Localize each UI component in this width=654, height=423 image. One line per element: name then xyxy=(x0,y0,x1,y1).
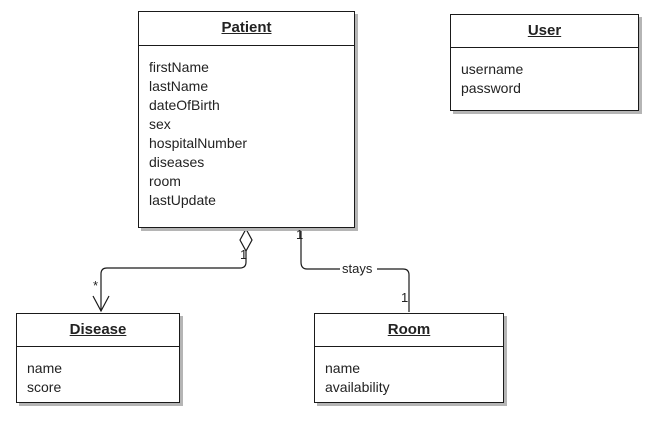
association-label-stays: stays xyxy=(342,261,373,276)
class-patient[interactable]: Patient firstName lastName dateOfBirth s… xyxy=(138,11,355,228)
class-title: User xyxy=(451,15,638,48)
attribute: score xyxy=(27,379,62,395)
attribute: name xyxy=(325,360,361,376)
class-room[interactable]: Room name availability xyxy=(314,313,504,403)
multiplicity-patient-room: 1 xyxy=(296,227,304,242)
class-title: Patient xyxy=(139,12,354,46)
class-disease[interactable]: Disease name score xyxy=(16,313,180,403)
patient-disease-connector xyxy=(100,251,247,311)
attribute-list: firstName lastName dateOfBirth sex hospi… xyxy=(139,46,354,210)
disease-arrowhead xyxy=(92,295,110,313)
multiplicity-room: 1 xyxy=(401,290,409,305)
multiplicity-patient-disease: 1 xyxy=(240,247,248,262)
attribute-list: username password xyxy=(451,48,638,98)
attribute: sex xyxy=(149,116,171,132)
attribute-list: name availability xyxy=(315,347,503,397)
attribute: name xyxy=(27,360,63,376)
attribute: diseases xyxy=(149,154,205,170)
class-title: Disease xyxy=(17,314,179,347)
attribute: hospitalNumber xyxy=(149,135,248,151)
class-user[interactable]: User username password xyxy=(450,14,639,111)
class-title: Room xyxy=(315,314,503,347)
attribute: firstName xyxy=(149,59,209,75)
attribute-list: name score xyxy=(17,347,179,397)
attribute: username xyxy=(461,61,524,77)
attribute: lastUpdate xyxy=(149,192,216,208)
attribute: room xyxy=(149,173,181,189)
multiplicity-disease: * xyxy=(93,278,99,293)
patient-room-connector xyxy=(300,228,410,312)
attribute: availability xyxy=(325,379,390,395)
attribute: dateOfBirth xyxy=(149,97,220,113)
attribute: lastName xyxy=(149,78,209,94)
attribute: password xyxy=(461,80,521,96)
